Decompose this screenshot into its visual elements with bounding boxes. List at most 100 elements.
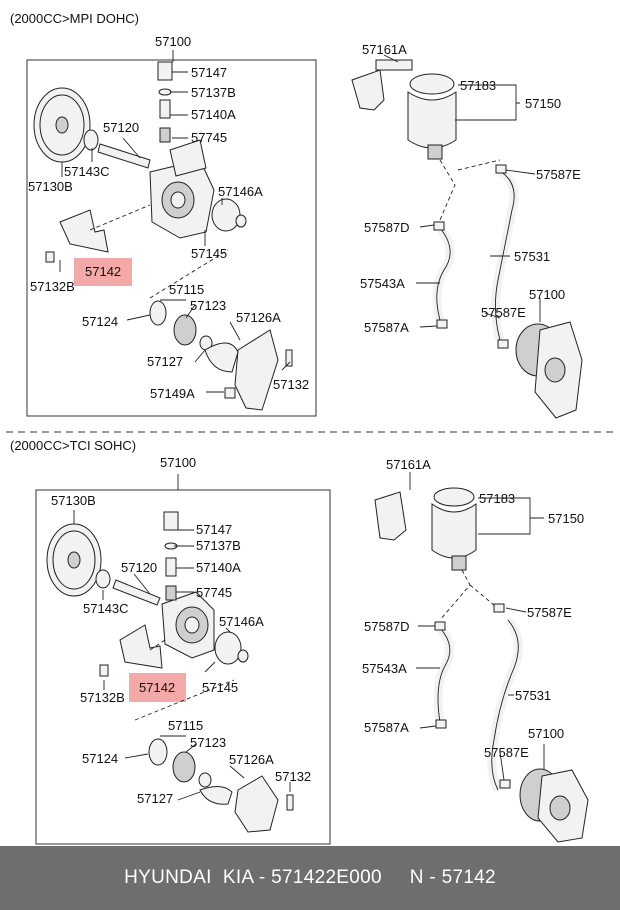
parts-diagram: (2000CC>MPI DOHC) bbox=[6, 11, 614, 845]
pump-assembly-frame bbox=[26, 59, 317, 417]
pump-body-part bbox=[149, 139, 215, 239]
bracket-part bbox=[59, 209, 109, 253]
dashed-guides bbox=[89, 204, 229, 299]
gasket-part bbox=[199, 786, 233, 805]
label-57147: 57147 bbox=[196, 522, 232, 537]
label-57587E-lower: 57587E bbox=[481, 305, 526, 320]
label-57161A: 57161A bbox=[386, 457, 431, 472]
label-57146A: 57146A bbox=[219, 614, 264, 629]
suction-hose-outline bbox=[437, 627, 451, 723]
clamp-part bbox=[375, 59, 413, 71]
shaft-part bbox=[97, 143, 151, 169]
label-57543A: 57543A bbox=[362, 661, 407, 676]
hose-clamp-part bbox=[435, 719, 447, 729]
reservoir-bracket-part bbox=[351, 69, 385, 111]
valve-part bbox=[165, 557, 177, 577]
label-57587A: 57587A bbox=[364, 720, 409, 735]
cam-ring-part bbox=[148, 738, 168, 766]
cover-part bbox=[234, 329, 279, 411]
spring-part bbox=[165, 585, 177, 601]
label-57145: 57145 bbox=[202, 680, 238, 695]
section-mpi-dohc: (2000CC>MPI DOHC) bbox=[10, 11, 583, 419]
reservoir-bracket-part bbox=[374, 491, 407, 541]
hose-clamp-part bbox=[436, 319, 448, 329]
label-57132B: 57132B bbox=[80, 690, 125, 705]
return-hose-outline bbox=[495, 169, 515, 341]
bolt-part bbox=[99, 664, 109, 677]
label-57127: 57127 bbox=[147, 354, 183, 369]
leader-lines bbox=[73, 474, 291, 801]
o-ring-large-part bbox=[211, 198, 241, 232]
label-57120: 57120 bbox=[121, 560, 157, 575]
hose-clamp-part bbox=[433, 221, 445, 231]
bolt-part bbox=[286, 794, 294, 811]
label-57137B: 57137B bbox=[191, 85, 236, 100]
label-57132: 57132 bbox=[275, 769, 311, 784]
label-57587E-lower: 57587E bbox=[484, 745, 529, 760]
fitting-part bbox=[157, 61, 173, 81]
label-57130B: 57130B bbox=[28, 179, 73, 194]
label-57100: 57100 bbox=[155, 34, 191, 49]
o-ring-part bbox=[198, 772, 212, 788]
shaft-part bbox=[112, 579, 161, 606]
label-57140A: 57140A bbox=[196, 560, 241, 575]
seal-part bbox=[83, 129, 99, 151]
part-highlight bbox=[129, 673, 186, 702]
label-57142: 57142 bbox=[85, 264, 121, 279]
leader-lines bbox=[59, 50, 291, 393]
pump-assembly-part bbox=[519, 768, 589, 843]
leader-lines bbox=[383, 54, 541, 328]
valve-part bbox=[159, 99, 171, 119]
label-57132: 57132 bbox=[273, 377, 309, 392]
reservoir-part bbox=[431, 487, 477, 571]
part-number-footer: HYUNDAI KIA - 571422E000 N - 57142 bbox=[0, 846, 620, 910]
label-57183: 57183 bbox=[479, 491, 515, 506]
label-57587D: 57587D bbox=[364, 619, 410, 634]
label-57100-right: 57100 bbox=[529, 287, 565, 302]
pump-assembly-frame bbox=[35, 489, 331, 845]
leader-lines bbox=[409, 472, 545, 781]
label-57745: 57745 bbox=[196, 585, 232, 600]
pump-assembly-part bbox=[515, 321, 583, 419]
label-57150: 57150 bbox=[525, 96, 561, 111]
bushing-part bbox=[224, 387, 236, 399]
label-57143C: 57143C bbox=[64, 164, 110, 179]
label-57161A: 57161A bbox=[362, 42, 407, 57]
o-ring-small-part bbox=[237, 649, 249, 663]
reservoir-part bbox=[407, 73, 457, 160]
seal-part bbox=[95, 569, 111, 589]
return-hose-part bbox=[487, 617, 523, 793]
label-57123: 57123 bbox=[190, 735, 226, 750]
hose-clamp-part bbox=[497, 339, 509, 349]
cover-part bbox=[234, 775, 279, 833]
label-57531: 57531 bbox=[515, 688, 551, 703]
cam-ring-part bbox=[149, 300, 167, 326]
label-57543A: 57543A bbox=[360, 276, 405, 291]
rotor-part bbox=[172, 751, 196, 783]
bracket-part bbox=[119, 624, 163, 669]
part-highlight bbox=[74, 258, 132, 286]
pulley-part bbox=[46, 523, 102, 597]
pump-body-part bbox=[161, 591, 215, 659]
label-57137B: 57137B bbox=[196, 538, 241, 553]
label-57127: 57127 bbox=[137, 791, 173, 806]
label-57115: 57115 bbox=[169, 282, 204, 297]
dashed-guides bbox=[439, 159, 501, 221]
return-hose-outline bbox=[491, 619, 519, 791]
label-57150: 57150 bbox=[548, 511, 584, 526]
label-57126A: 57126A bbox=[236, 310, 281, 325]
gasket-part bbox=[204, 342, 239, 373]
section-title: (2000CC>TCI SOHC) bbox=[10, 438, 136, 453]
label-57149A: 57149A bbox=[150, 386, 195, 401]
label-57587A: 57587A bbox=[364, 320, 409, 335]
label-57124: 57124 bbox=[82, 314, 118, 329]
o-ring-large-part bbox=[214, 631, 242, 665]
label-57124: 57124 bbox=[82, 751, 118, 766]
label-57132B: 57132B bbox=[30, 279, 75, 294]
o-ring-small-part bbox=[235, 214, 247, 228]
rotor-part bbox=[173, 314, 197, 346]
label-57745: 57745 bbox=[191, 130, 227, 145]
hose-clamp-part bbox=[499, 779, 511, 789]
label-57146A: 57146A bbox=[218, 184, 263, 199]
section-tci-sohc: (2000CC>TCI SOHC) 57100 57 bbox=[10, 438, 589, 845]
